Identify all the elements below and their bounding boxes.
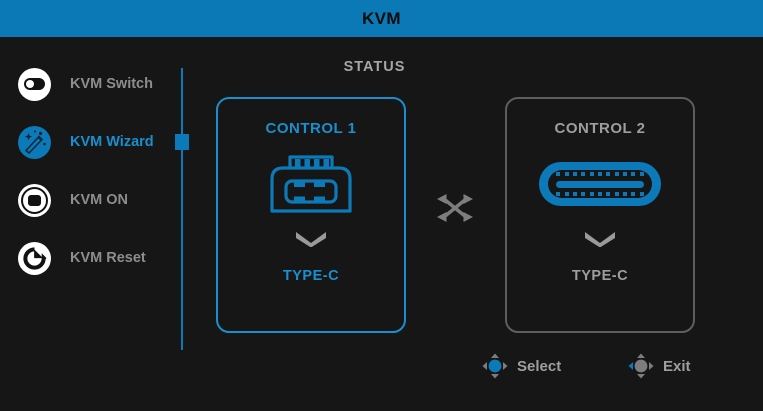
chevron-down-glyph: [585, 232, 615, 248]
control-1-panel[interactable]: CONTROL 1: [216, 97, 406, 333]
shuffle-icon: [433, 191, 477, 225]
status-label-text: STATUS: [343, 59, 406, 75]
hint-label: Exit: [663, 357, 691, 375]
sidebar-item-kvm-on[interactable]: KVM ON: [18, 177, 128, 223]
panel-title: CONTROL 1: [265, 120, 357, 137]
magic-wand-glyph: [24, 130, 46, 154]
sidebar-item-label: KVM Wizard: [70, 134, 154, 150]
refresh-arrow-glyph: [23, 246, 47, 270]
shuffle-glyph: [437, 194, 473, 222]
magic-wand-icon: [18, 125, 51, 159]
sidebar-scroll-rail[interactable]: [181, 68, 183, 350]
usb-type-c-port-icon: [539, 153, 661, 215]
chevron-down-icon: [294, 229, 328, 252]
sidebar-item-label: KVM ON: [70, 192, 128, 208]
concentric-rings-icon: [18, 183, 51, 217]
page-title: KVM: [362, 8, 401, 28]
refresh-arrow-icon: [18, 241, 51, 275]
control-2-panel[interactable]: CONTROL 2 TYPE-C: [505, 97, 695, 333]
toggle-switch-icon: [18, 67, 51, 101]
sidebar-item-kvm-wizard[interactable]: KVM Wizard: [18, 119, 154, 165]
chevron-down-glyph: [296, 232, 326, 248]
hint-exit[interactable]: Exit: [628, 353, 691, 379]
sidebar-item-kvm-switch[interactable]: KVM Switch: [18, 61, 153, 107]
chevron-down-icon: [583, 229, 617, 252]
usb-type-b-port-glyph: [270, 155, 352, 213]
sidebar-item-kvm-reset[interactable]: KVM Reset: [18, 235, 146, 281]
status-label: STATUS: [0, 59, 763, 75]
sidebar-scroll-thumb[interactable]: [175, 134, 189, 150]
usb-type-c-port-glyph: [539, 162, 661, 206]
usb-type-b-port-icon: [266, 153, 356, 215]
sidebar-item-label: KVM Reset: [70, 250, 146, 266]
sidebar: KVM Switch KVM Wizard KVM ON: [0, 46, 182, 366]
hint-select[interactable]: Select: [482, 353, 561, 379]
joystick-press-icon: [482, 353, 508, 379]
sidebar-item-label: KVM Switch: [70, 76, 153, 92]
panel-source-label: TYPE-C: [571, 268, 629, 284]
hint-label: Select: [517, 357, 562, 375]
panel-source-label: TYPE-C: [282, 268, 340, 284]
title-bar: KVM: [0, 0, 763, 37]
panel-title: CONTROL 2: [554, 120, 646, 137]
joystick-left-icon: [628, 353, 654, 379]
